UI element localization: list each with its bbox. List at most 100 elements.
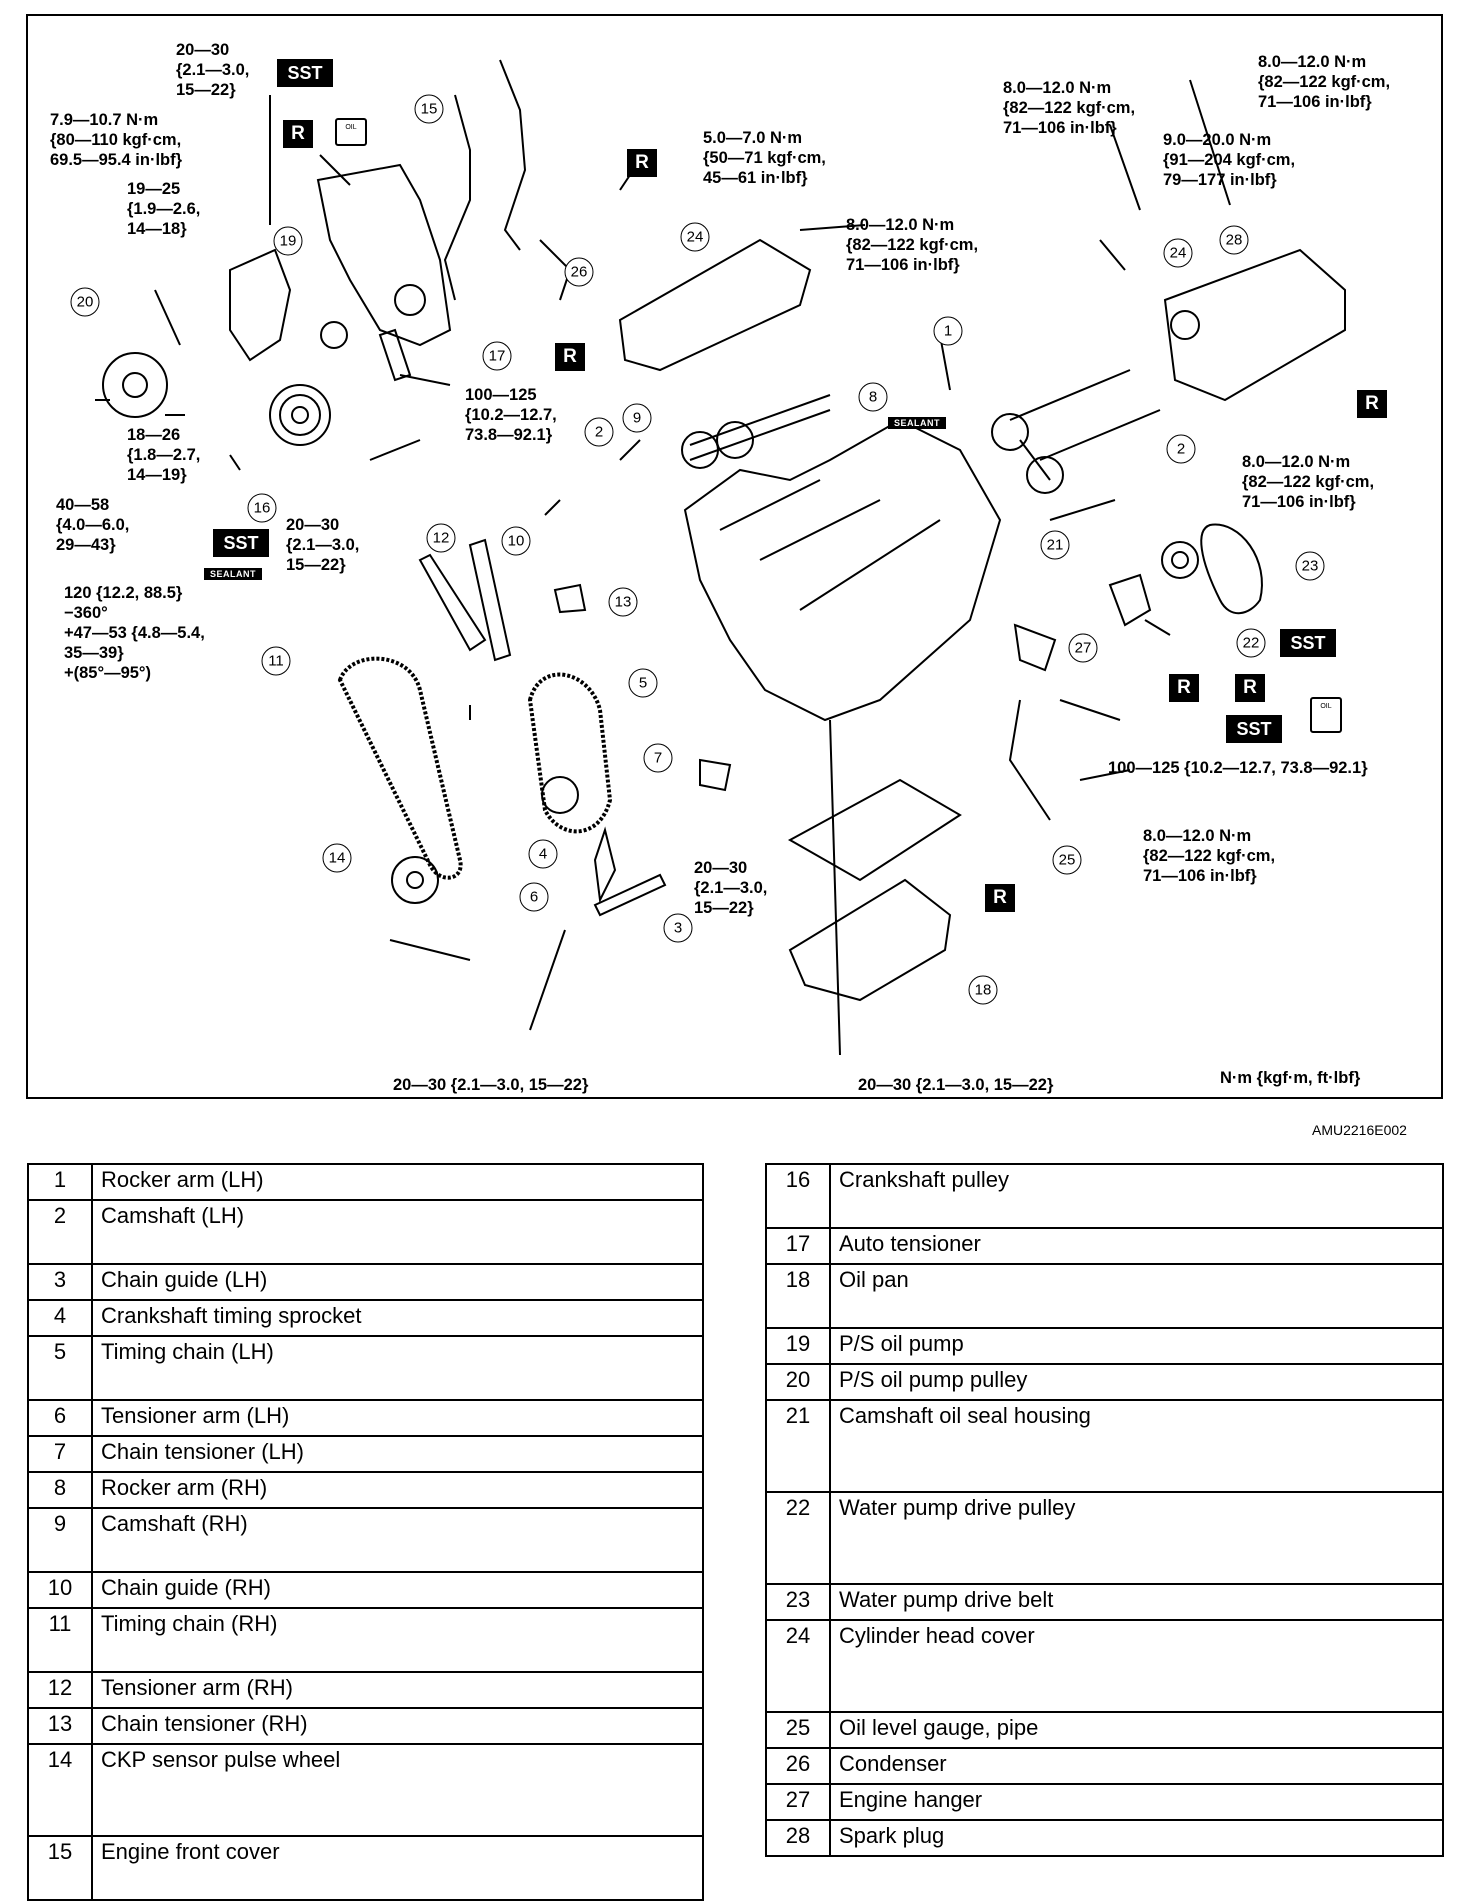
replace-tag: R <box>1357 390 1387 418</box>
camshaft-lh-drawing <box>1009 369 1161 461</box>
part-number: 25 <box>765 1711 831 1749</box>
cylinder-head-cover-lh-drawing <box>618 238 812 372</box>
gasket-drawing <box>499 59 527 251</box>
replace-tag: R <box>627 149 657 177</box>
water-pump-belt-drawing <box>1200 523 1263 615</box>
torque-label: 20—30 {2.1—3.0, 15—22} <box>393 1076 589 1094</box>
torque-label: 120 {12.2, 88.5} −360° +47—53 {4.8—5.4, … <box>64 584 205 682</box>
callout-12: 12 <box>426 523 456 553</box>
oil-can-icon: OIL <box>1310 697 1342 733</box>
part-name: Camshaft (LH) <box>91 1199 704 1265</box>
callout-7: 7 <box>643 743 673 773</box>
part-name: Tensioner arm (RH) <box>91 1671 704 1709</box>
seal-housing-drawing <box>1108 573 1152 627</box>
crank-pulley-drawing <box>269 384 331 446</box>
chain-tensioner-lh-drawing <box>699 758 732 792</box>
callout-28: 28 <box>1219 225 1249 255</box>
part-number: 2 <box>27 1199 93 1265</box>
timing-chain-rh-drawing <box>337 656 463 880</box>
part-number: 1 <box>27 1163 93 1201</box>
sealant-tag: SEALANT <box>888 417 946 429</box>
sst-tag: SST <box>213 529 269 557</box>
callout-4: 4 <box>528 839 558 869</box>
torque-label: 20—30 {2.1—3.0, 15—22} <box>176 41 250 99</box>
sst-tag: SST <box>277 59 333 87</box>
callout-23: 23 <box>1295 551 1325 581</box>
part-number: 22 <box>765 1491 831 1585</box>
torque-label: 18—26 {1.8—2.7, 14—19} <box>127 426 201 484</box>
callout-26: 26 <box>564 257 594 287</box>
part-name: Crankshaft timing sprocket <box>91 1299 704 1337</box>
chain-guide-rh-drawing <box>468 538 512 662</box>
chain-tensioner-rh-drawing <box>553 583 587 614</box>
replace-tag: R <box>1169 674 1199 702</box>
sealant-tag: SEALANT <box>204 568 262 580</box>
unit-note: N·m {kgf·m, ft·lbf} <box>1220 1069 1361 1087</box>
ps-pump-drawing <box>229 248 292 362</box>
part-name: Oil pan <box>829 1263 1444 1329</box>
part-name: Auto tensioner <box>829 1227 1444 1265</box>
callout-1: 1 <box>933 316 963 346</box>
torque-label: 8.0—12.0 N·m {82—122 kgf·cm, 71—106 in·l… <box>1003 79 1136 137</box>
callout-22: 22 <box>1236 628 1266 658</box>
timing-chain-lh-drawing <box>527 672 613 834</box>
auto-tensioner-drawing <box>378 328 412 382</box>
torque-label: 8.0—12.0 N·m {82—122 kgf·cm, 71—106 in·l… <box>1242 453 1375 511</box>
part-name: Spark plug <box>829 1819 1444 1857</box>
callout-8: 8 <box>858 382 888 412</box>
part-name: Engine hanger <box>829 1783 1444 1821</box>
torque-label: 20—30 {2.1—3.0, 15—22} <box>694 859 768 917</box>
part-number: 24 <box>765 1619 831 1713</box>
callout-2: 2 <box>1166 434 1196 464</box>
callout-20: 20 <box>70 287 100 317</box>
part-name: Engine front cover <box>91 1835 704 1901</box>
part-name: Water pump drive pulley <box>829 1491 1444 1585</box>
ps-pulley-drawing <box>102 352 168 418</box>
replace-tag: R <box>985 884 1015 912</box>
part-number: 14 <box>27 1743 93 1837</box>
part-name: Oil level gauge, pipe <box>829 1711 1444 1749</box>
callout-9: 9 <box>622 403 652 433</box>
part-name: Crankshaft pulley <box>829 1163 1444 1229</box>
ckp-pulse-wheel-drawing <box>391 856 439 904</box>
crank-sprocket-drawing <box>541 776 579 814</box>
oil-gauge-drawing <box>1008 699 1051 821</box>
part-name: Chain guide (RH) <box>91 1571 704 1609</box>
water-pump-pulley-drawing <box>1161 541 1199 579</box>
part-number: 23 <box>765 1583 831 1621</box>
part-number: 20 <box>765 1363 831 1401</box>
part-name: Cylinder head cover <box>829 1619 1444 1713</box>
torque-label: 100—125 {10.2—12.7, 73.8—92.1} <box>465 386 557 444</box>
part-number: 16 <box>765 1163 831 1229</box>
cylinder-head-cover-rh-drawing <box>1163 248 1346 402</box>
callout-6: 6 <box>519 882 549 912</box>
part-number: 19 <box>765 1327 831 1365</box>
part-number: 17 <box>765 1227 831 1265</box>
part-name: Chain tensioner (LH) <box>91 1435 704 1473</box>
part-name: Camshaft (RH) <box>91 1507 704 1573</box>
part-number: 26 <box>765 1747 831 1785</box>
tensioner-arm-rh-drawing <box>418 553 487 652</box>
callout-24: 24 <box>680 222 710 252</box>
torque-label: 8.0—12.0 N·m {82—122 kgf·cm, 71—106 in·l… <box>1143 827 1276 885</box>
callout-13: 13 <box>608 587 638 617</box>
callout-10: 10 <box>501 526 531 556</box>
part-name: Timing chain (LH) <box>91 1335 704 1401</box>
part-name: Timing chain (RH) <box>91 1607 704 1673</box>
